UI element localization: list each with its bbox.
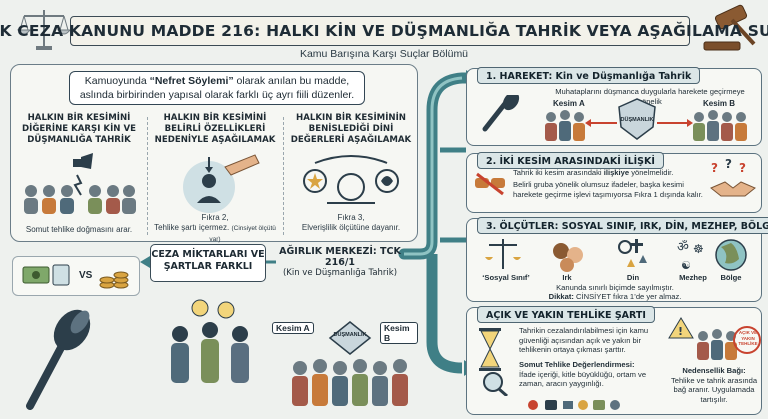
criteria-icons-row: ॐ ☸☯ (485, 239, 747, 272)
criteria-warning: Dikkat: CİNSİYET fıkra 1’de yer almaz. (467, 292, 763, 302)
act-1-note: Somut tehlike doğmasını arar. (25, 225, 133, 234)
crowd-conflict-icon (26, 299, 408, 410)
intro-text: Kamuoyunda (84, 75, 150, 87)
causality-text: Tehlike ve tahrik arasında bağ aranır. U… (670, 375, 758, 404)
warning-text: CİNSİYET fıkra 1’de yer almaz. (573, 292, 682, 301)
causality-block: Nedensellik Bağı: Tehlike ve tahrik aras… (669, 366, 759, 404)
vs-label: VS (79, 270, 93, 281)
svg-text:?: ? (711, 161, 718, 175)
s2-text-bold: ilişkiye (603, 168, 630, 177)
criterion-social-class: ‘Sosyal Sınıf’ (482, 273, 530, 282)
act-column-3: HALKIN BİR KESİMİNİN BENİSLEDİĞİ DİNİ DE… (287, 113, 415, 239)
svg-text:☸: ☸ (693, 242, 704, 256)
section-tehlike: AÇIK VE YAKIN TEHLİKE ŞARTI Tahrikin cez… (466, 306, 762, 415)
focus-label: AĞIRLIK MERKEZİ: TCK 216/1 (Kin ve Düşma… (276, 246, 404, 279)
gavel-icon (703, 4, 756, 51)
act-2-note-block: Fıkra 2, Tehlike şartı içermez. (Cinsiye… (151, 213, 279, 245)
race-faces-icon (553, 243, 583, 272)
act-2-note-small: (Cinsiyet ölçütü var) (209, 225, 276, 243)
warning-label: Dikkat: (548, 292, 574, 301)
broken-link-icon (475, 172, 505, 196)
warning-crowd-icon: ! (668, 317, 761, 360)
section-2-text-1: Tahrik iki kesim arasındaki ilişkiye yön… (513, 168, 703, 178)
handshake-question-icon: ? ? ? (710, 158, 756, 197)
section-hareket: 1. HAREKET: Kin ve Düşmanlığa Tahrik Muh… (466, 67, 762, 146)
section-2-text-2: Belirli gruba yönelik olumsuz ifadeler, … (513, 180, 703, 199)
danger-stamp: AÇIK VE YAKIN TEHLİKE (738, 330, 758, 346)
criterion-region: Bölge (720, 273, 742, 282)
section-olcutler: 3. ÖLÇÜTLER: SOSYAL SINIF, IRK, DİN, MEZ… (466, 217, 768, 302)
act-column-1: HALKIN BİR KESİMİNİ DİĞERİNE KARŞI KİN V… (15, 113, 143, 239)
section-4-text: Tahrikin cezalandırılabilmesi için kamu … (519, 326, 649, 354)
conflict-illustration: Kesim A Kesim B DÜŞMANLIK (10, 298, 418, 416)
section-1-title: 1. HAREKET: Kin ve Düşmanlığa Tahrik (477, 67, 701, 84)
causality-title: Nedensellik Bağı: (682, 366, 746, 375)
scale-icon (485, 239, 521, 269)
three-acts-panel: Kamuoyunda “Nefret Söylemi” olarak anıla… (10, 64, 418, 243)
group-a-label: Kesim A (272, 322, 314, 334)
page-title: TÜRK CEZA KANUNU MADDE 216: HALKI KİN VE… (0, 22, 768, 40)
s2-text-post: yönelmelidir. (629, 168, 674, 177)
pointing-finger-icon (183, 154, 260, 213)
act-column-2: HALKIN BİR KESİMİNİ BELİRLİ ÖZELLİKLERİ … (151, 113, 279, 243)
act-2-note: Tehlike şartı içermez. (154, 223, 230, 232)
arrow-left-icon (140, 256, 150, 268)
focus-subtitle: (Kin ve Düşmanlığa Tahrik) (282, 268, 398, 278)
section-1-text: Muhataplarını düşmanca duygularla hareke… (555, 87, 745, 106)
penalty-comparison: VS (12, 256, 140, 296)
focus-title: AĞIRLIK MERKEZİ: TCK 216/1 (279, 246, 401, 268)
two-groups-hostility-icon (482, 95, 747, 141)
crowd-megaphone-icon (24, 153, 136, 214)
act-1-title: HALKIN BİR KESİMİNİ DİĞERİNE KARŞI KİN V… (22, 113, 136, 145)
act-3-title: HALKIN BİR KESİMİNİN BENİSLEDİĞİ DİNİ DE… (290, 113, 412, 145)
s1-group-a-label: Kesim A (553, 99, 585, 108)
act-3-note-title: Fıkra 3, (337, 213, 365, 222)
shield-icon (328, 321, 372, 355)
intro-box: Kamuoyunda “Nefret Söylemi” olarak anıla… (69, 71, 365, 105)
group-b-label: Kesim B (380, 322, 418, 344)
penalty-box: CEZA MİKTARLARI VE ŞARTLAR FARKLI (150, 244, 266, 282)
svg-text:?: ? (739, 161, 746, 175)
money-comparison-icon (22, 264, 129, 289)
criteria-note: Kanunda sınırlı biçimde sayılmıştır. (556, 283, 674, 292)
act-2-title: HALKIN BİR KESİMİNİ BELİRLİ ÖZELLİKLERİ … (154, 113, 276, 145)
concrete-danger-title: Somut Tehlike Değerlendirmesi: (519, 360, 635, 369)
criterion-sect: Mezhep (679, 273, 707, 282)
act-2-note-title: Fıkra 2, (201, 213, 229, 222)
column-divider (283, 117, 284, 235)
page-subtitle: Kamu Barışına Karşı Suçlar Bölümü (299, 48, 469, 60)
globe-icon (715, 239, 747, 271)
scales-of-justice-icon (16, 10, 72, 50)
criterion-religion: Din (626, 273, 640, 282)
intro-text-cont: olarak anılan bu madde, (233, 75, 350, 87)
act-3-note: Elverişlilik ölçütüne dayanır. (301, 223, 401, 232)
sect-symbols-icon: ॐ ☸☯ (677, 240, 704, 272)
svg-text:?: ? (725, 158, 732, 171)
section-4-title: AÇIK VE YAKIN TEHLİKE ŞARTI (477, 306, 655, 323)
religious-symbols-icon (303, 155, 399, 204)
intro-highlight: “Nefret Söylemi” (149, 75, 234, 87)
svg-text:!: ! (678, 325, 683, 338)
svg-text:☯: ☯ (681, 259, 691, 272)
s2-text-pre: Tahrik iki kesim arasındaki (513, 168, 604, 177)
svg-text:ॐ: ॐ (677, 240, 689, 255)
section-3-title: 3. ÖLÇÜTLER: SOSYAL SINIF, IRK, DİN, MEZ… (477, 217, 768, 234)
column-divider (147, 117, 148, 235)
criterion-race: Irk (562, 273, 572, 282)
act-3-note-block: Fıkra 3, Elverişlilik ölçütüne dayanır. (287, 213, 415, 233)
media-icons-row (528, 400, 620, 410)
intro-line-2: aslında birbirinden yapısal olarak farkl… (79, 89, 355, 101)
religion-symbols-icon (618, 239, 647, 267)
section-iliski: 2. İKİ KESİM ARASINDAKİ İLİŞKİ Tahrik ik… (466, 152, 762, 213)
s1-group-b-label: Kesim B (703, 99, 736, 108)
hourglass-magnifier-icon (479, 328, 508, 396)
hostility-shield-label: DÜŞMANLIK (333, 332, 367, 338)
concrete-danger-text: İfade içeriği, kitle büyüklüğü, ortam ve… (519, 369, 647, 389)
title-banner: TÜRK CEZA KANUNU MADDE 216: HALKI KİN VE… (0, 16, 768, 46)
concrete-danger-block: Somut Tehlike Değerlendirmesi: İfade içe… (519, 360, 669, 389)
s1-hostility-label: DÜŞMANLIK (620, 117, 654, 123)
section-2-title: 2. İKİ KESİM ARASINDAKİ İLİŞKİ (477, 152, 664, 169)
